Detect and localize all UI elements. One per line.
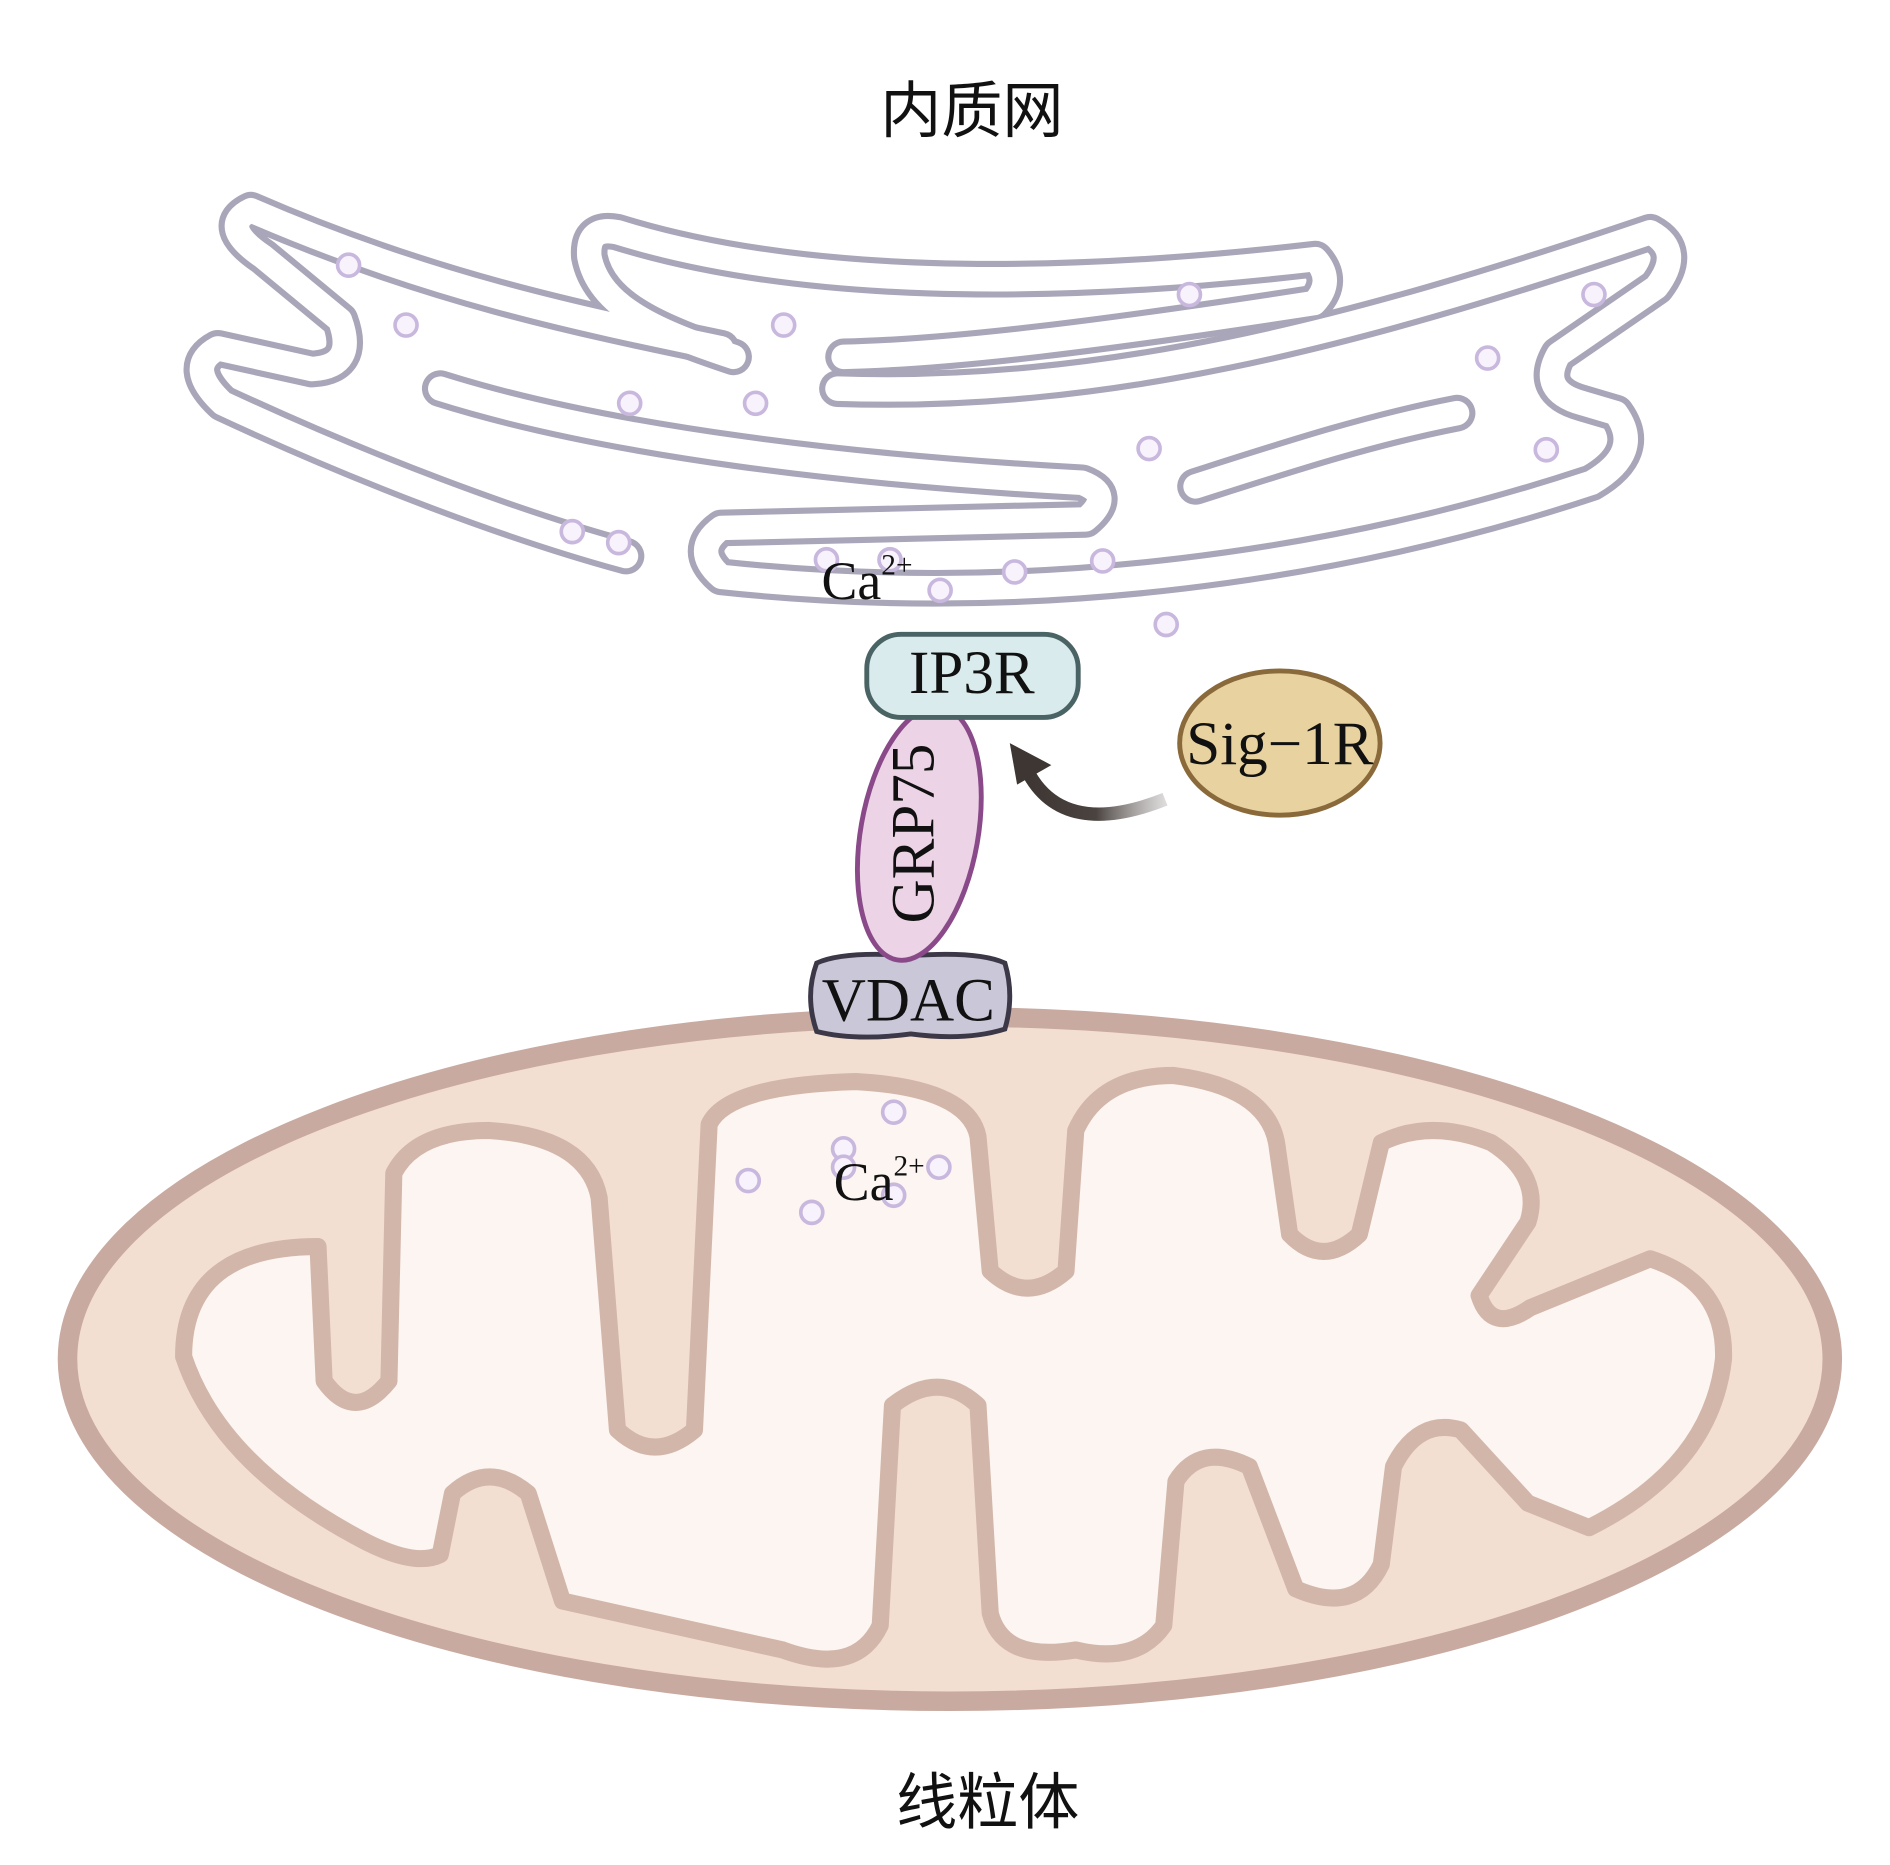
mitochondria-title: 线粒体: [896, 1767, 1079, 1838]
ip3r-protein: IP3R: [864, 631, 1081, 720]
endoplasmic-reticulum: [183, 191, 1688, 607]
ip3r-label: IP3R: [909, 640, 1035, 707]
calcium-ions: [335, 252, 1607, 638]
vdac-label: VDAC: [822, 967, 995, 1034]
sig1r-label: Sig−1R: [1186, 711, 1373, 778]
mito-calcium-label: Ca2+: [834, 1151, 925, 1212]
grp75-protein: GRP75: [854, 704, 984, 963]
mito-calcium-ions: [735, 1099, 952, 1226]
vdac-protein: VDAC: [808, 951, 1013, 1040]
er-title: 内质网: [880, 76, 1063, 147]
activation-arrow-icon: [1009, 743, 1168, 821]
grp75-label: GRP75: [880, 744, 947, 924]
sig1r-protein: Sig−1R: [1177, 668, 1383, 818]
er-calcium-label: Ca2+: [822, 549, 913, 610]
mitochondrion: [57, 1007, 1843, 1712]
